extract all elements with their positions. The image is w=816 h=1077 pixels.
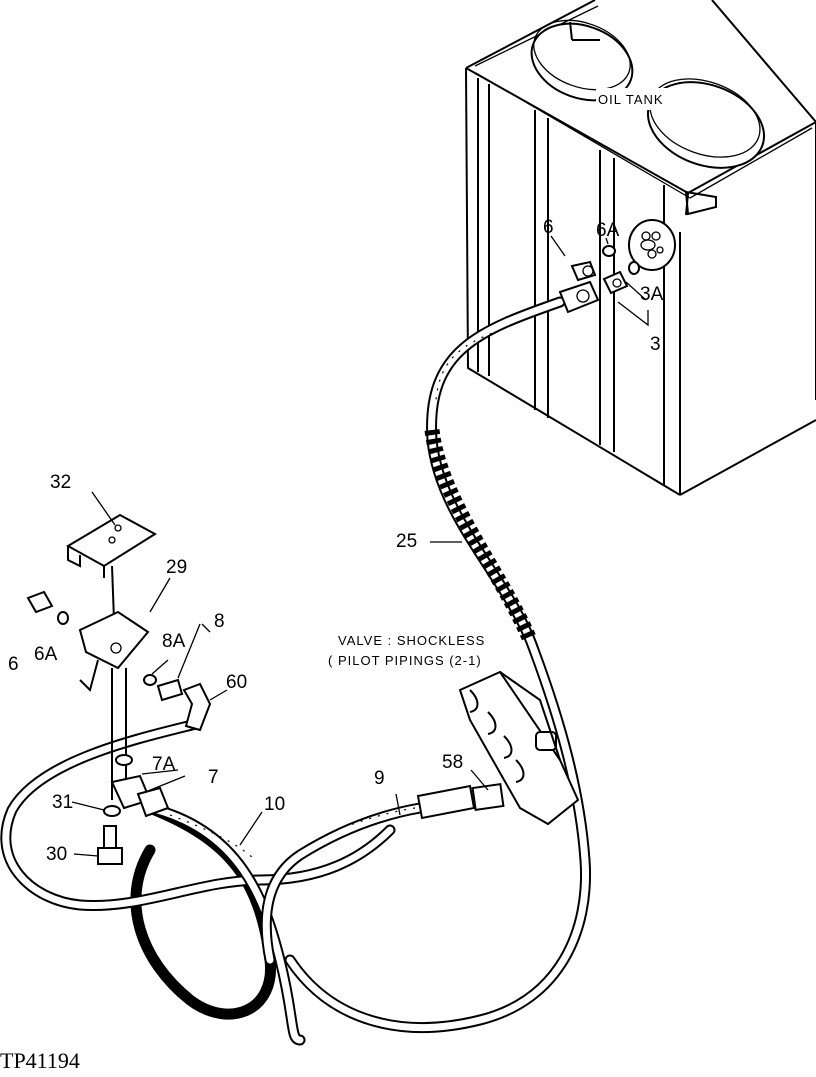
o-ring-8a [143,674,157,686]
block-29 [78,610,150,670]
callout-6a-left: 6A [34,644,58,665]
hose-9-end-fitting [416,784,476,820]
hose-9 [260,783,505,966]
tank-port-flange [628,219,676,271]
valve-label-line1: VALVE : SHOCKLESS [338,633,485,648]
callout-8: 8 [214,611,225,632]
hose-25-end-fitting [558,280,600,314]
elbow-60 [182,682,212,732]
oil-tank-label: OIL TANK [598,92,664,107]
callout-9: 9 [374,768,385,789]
figure-code: TP41194 [0,1048,80,1073]
callout-32: 32 [50,472,71,493]
callout-10: 10 [264,794,285,815]
bracket-32 [65,513,157,568]
oil-tank: OIL TANK [465,0,816,496]
callout-30: 30 [46,844,67,865]
hose-25 [284,280,600,1033]
o-ring-6a-top [602,245,616,257]
o-ring-6a-left [57,611,69,625]
adapter-58 [471,783,505,811]
filler-cap-front [646,81,766,169]
o-ring-3a [628,261,640,275]
bolt-30 [103,825,117,851]
callout-3: 3 [650,334,661,355]
callout-31: 31 [52,792,73,813]
callout-25: 25 [396,531,417,552]
callout-7: 7 [208,767,219,788]
callout-6a-top: 6A [596,220,620,241]
callout-6-top: 6 [543,217,554,238]
washer-31 [103,805,121,817]
callout-58: 58 [442,752,463,773]
hose-10 [0,718,396,1046]
adapter-8 [156,678,184,702]
o-ring-7a [115,754,133,766]
callout-8a: 8A [162,631,186,652]
shockless-valve [458,670,580,826]
callout-29: 29 [166,557,187,578]
callout-6-left: 6 [8,654,19,675]
plug-6-left [26,590,54,614]
callout-3a: 3A [640,284,664,305]
adapter-3 [602,270,629,295]
left-assembly [26,513,212,865]
leader-lines [71,235,649,857]
valve-label-line2: ( PILOT PIPINGS (2-1) [328,653,482,668]
labels: 6 6A 3A 3 32 29 8 8A 6 6A 60 7A 7 31 30 … [0,217,664,1073]
tank-fittings [570,245,640,295]
callout-60: 60 [226,672,247,693]
callout-7a: 7A [152,754,176,775]
